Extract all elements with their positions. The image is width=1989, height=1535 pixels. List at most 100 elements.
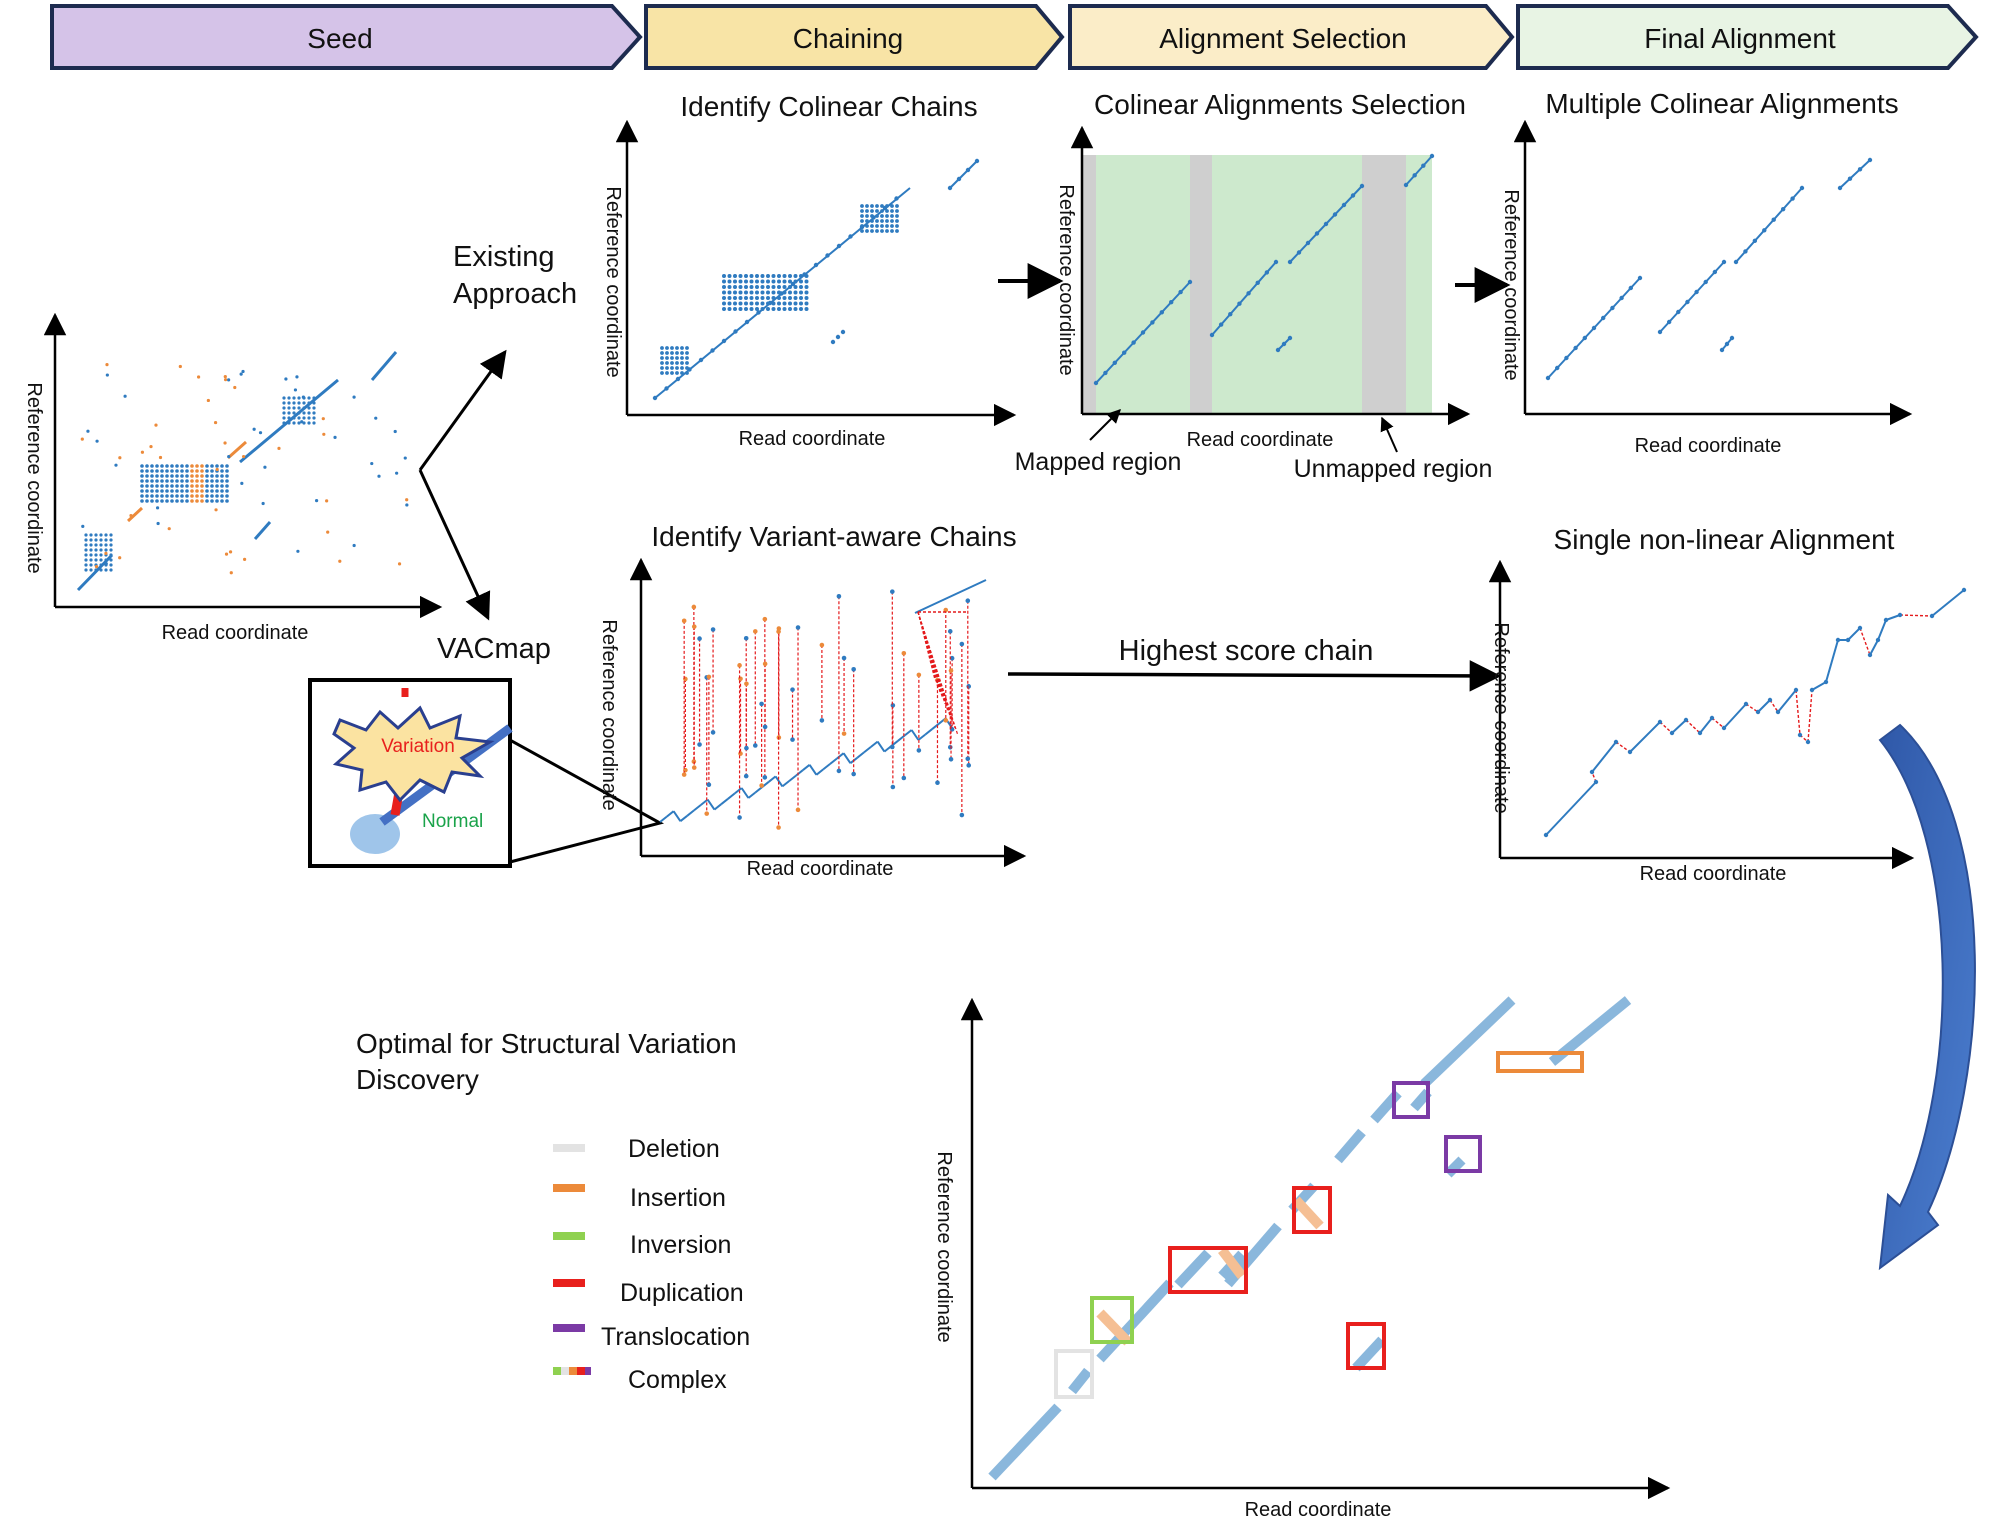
- sv-duplication-box-2: [1292, 1186, 1332, 1234]
- selected-hit: [1103, 370, 1108, 376]
- unmapped-region-pointer: [1380, 416, 1398, 453]
- alignment-hit: [1875, 637, 1881, 643]
- seed-hit: [210, 474, 214, 478]
- seed-hit: [225, 494, 229, 498]
- final-hit: [1694, 289, 1699, 295]
- chain-hit: [727, 307, 732, 311]
- variant-hit: [836, 594, 842, 599]
- seed-hit: [312, 406, 316, 410]
- seed-hit: [89, 553, 93, 557]
- chain-hit: [885, 224, 889, 228]
- chain-hit: [733, 274, 737, 278]
- chain-hit: [670, 351, 674, 355]
- seed-hit: [123, 394, 127, 398]
- stage-seed-label: Seed: [307, 23, 372, 54]
- chain-hit: [799, 285, 803, 289]
- seed-hit: [302, 401, 306, 405]
- seed-hit: [397, 562, 402, 566]
- chain-hit: [766, 301, 770, 306]
- seed-hit: [160, 484, 164, 488]
- alignment-link: [1847, 627, 1861, 641]
- variant-chain-link: [897, 734, 906, 742]
- seed-hit: [223, 441, 227, 445]
- chain-hit: [875, 219, 879, 223]
- seed-hit: [195, 484, 199, 488]
- final-hit: [1721, 259, 1727, 265]
- alignment-hit: [1627, 749, 1633, 755]
- final-hit: [1573, 345, 1578, 351]
- chain-hit: [675, 351, 679, 355]
- variant-chain-link: [754, 786, 763, 794]
- chain-hit: [793, 296, 798, 300]
- chain-hit: [749, 307, 754, 311]
- legend-label-translocation: Translocation: [601, 1323, 750, 1351]
- chain-hit: [885, 229, 889, 233]
- chain-hit: [870, 214, 874, 218]
- seed-hit: [84, 548, 88, 552]
- chain-hit: [756, 310, 761, 315]
- variant-hit: [752, 629, 758, 634]
- seed-hit: [170, 464, 174, 468]
- chain-hit: [865, 209, 869, 213]
- seed-hit: [94, 553, 98, 557]
- chain-hit: [760, 290, 765, 295]
- chain-hit: [760, 274, 765, 278]
- seed-hit: [140, 479, 144, 483]
- legend-swatch-translocation: [553, 1324, 585, 1332]
- legend-swatch-duplication: [553, 1279, 585, 1287]
- chain-hit: [895, 214, 899, 218]
- seed-hit: [287, 411, 291, 415]
- seed-hit: [150, 494, 154, 498]
- final-hit: [1564, 355, 1569, 361]
- chain-hit: [865, 219, 869, 223]
- chain-hit: [660, 366, 664, 370]
- alignment-link: [1671, 719, 1687, 734]
- seed-hit: [180, 469, 184, 473]
- legend-swatch-complex: [553, 1367, 591, 1375]
- seed-hit: [140, 494, 144, 498]
- seed-hit: [325, 499, 329, 503]
- selected-hit: [1159, 310, 1165, 315]
- seed-hit: [393, 429, 397, 434]
- chain-hit: [675, 361, 679, 365]
- seed-hit: [175, 464, 179, 468]
- chain-hit: [793, 285, 798, 289]
- selected-hit: [1314, 231, 1320, 236]
- variant-hit: [776, 629, 781, 634]
- chain-hit: [788, 296, 792, 300]
- seed-hit: [195, 489, 199, 493]
- variant-hit: [851, 667, 856, 672]
- nonlinear-alignment-x-label: Read coordinate: [1640, 863, 1787, 885]
- variant-hit: [737, 815, 742, 820]
- seed-hit: [180, 474, 184, 478]
- variant-hit: [752, 743, 758, 748]
- seed-hit: [277, 446, 281, 450]
- final-hit: [1703, 279, 1708, 285]
- chain-hit: [755, 296, 759, 300]
- chain-hit: [804, 290, 809, 295]
- chain-hit: [670, 371, 674, 375]
- seed-hit: [297, 406, 301, 410]
- seed-hit: [104, 533, 108, 537]
- seed-hit: [109, 533, 113, 537]
- variant-hit: [841, 731, 847, 736]
- variant-chain-link: [788, 774, 797, 782]
- seed-diagonal: [239, 378, 339, 464]
- chain-hit: [860, 224, 864, 228]
- seed-hit: [170, 479, 174, 483]
- seed-hit: [296, 549, 300, 553]
- final-hit: [1657, 329, 1663, 335]
- variant-hit: [959, 641, 965, 647]
- selected-hit: [1178, 289, 1183, 295]
- variant-hit: [706, 782, 712, 788]
- variant-jump: [1659, 721, 1673, 734]
- seed-hit: [243, 557, 247, 562]
- chain-hit: [733, 296, 737, 300]
- chain-hit: [799, 301, 803, 306]
- seed-hit: [215, 464, 219, 468]
- seed-hit: [185, 464, 189, 468]
- chain-hit: [766, 296, 770, 300]
- chain-hit: [788, 307, 792, 311]
- seed-hit: [185, 489, 189, 493]
- selected-hit: [1305, 240, 1311, 246]
